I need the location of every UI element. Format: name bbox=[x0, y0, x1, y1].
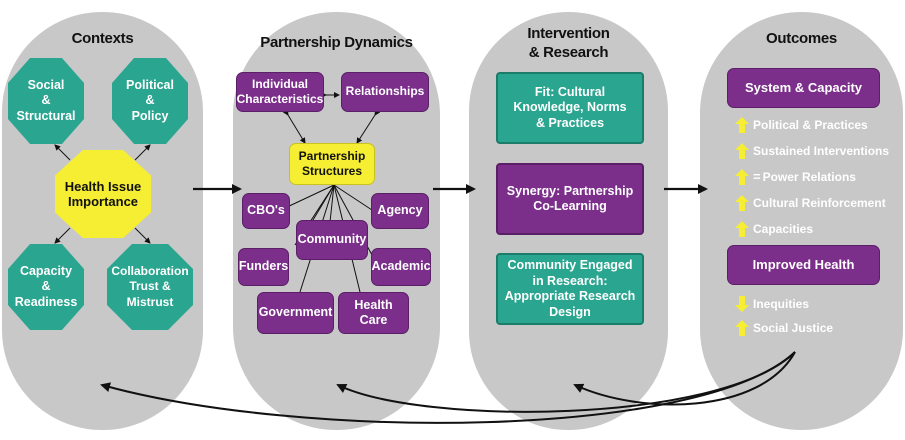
up-arrow-icon bbox=[735, 169, 749, 185]
up-arrow-icon bbox=[735, 320, 749, 336]
community-box: Community bbox=[296, 220, 368, 260]
outcome-item-label: Cultural Reinforcement bbox=[753, 196, 886, 210]
up-arrow-icon bbox=[735, 143, 749, 159]
individual-characteristics-box: Individual Characteristics bbox=[236, 72, 324, 112]
capacity-readiness-octagon: Capacity & Readiness bbox=[8, 244, 84, 330]
health-issue-importance-octagon: Health Issue Importance bbox=[55, 150, 151, 238]
feedback-arrow-to-intervention bbox=[573, 351, 796, 406]
feedback-arrow-to-contexts bbox=[100, 351, 796, 424]
community-engaged-box: Community Engaged in Research: Appropria… bbox=[496, 253, 644, 325]
system-capacity-box: System & Capacity bbox=[727, 68, 880, 108]
intervention-research-title: Intervention & Research bbox=[527, 25, 610, 61]
outcome-item-label: Inequities bbox=[753, 297, 810, 311]
fit-cultural-box: Fit: Cultural Knowledge, Norms & Practic… bbox=[496, 72, 644, 144]
academic-box: Academic bbox=[371, 248, 431, 286]
outcome-item: Cultural Reinforcement bbox=[735, 195, 886, 211]
outcome-item: Inequities bbox=[735, 296, 809, 312]
contexts-title: Contexts bbox=[71, 30, 134, 47]
outcome-item-label: Social Justice bbox=[753, 321, 834, 335]
social-structural-octagon: Social & Structural bbox=[8, 58, 84, 144]
outcome-item: Social Justice bbox=[735, 320, 833, 336]
up-arrow-icon bbox=[735, 221, 749, 237]
outcome-item: Capacities bbox=[735, 221, 813, 237]
cbos-box: CBO's bbox=[242, 193, 290, 229]
funders-box: Funders bbox=[238, 248, 289, 286]
partnership-dynamics-title: Partnership Dynamics bbox=[260, 34, 413, 51]
outcome-item: =Power Relations bbox=[735, 169, 856, 185]
feedback-arrow-to-partnership bbox=[336, 351, 796, 413]
down-arrow-icon bbox=[735, 296, 749, 312]
outcome-item-label: Sustained Interventions bbox=[753, 144, 890, 158]
up-arrow-icon bbox=[735, 195, 749, 211]
outcomes-title: Outcomes bbox=[766, 30, 837, 47]
outcome-item: Sustained Interventions bbox=[735, 143, 889, 159]
agency-box: Agency bbox=[371, 193, 429, 229]
synergy-box: Synergy: Partnership Co-Learning bbox=[496, 163, 644, 235]
outcome-item-label: Political & Practices bbox=[753, 118, 868, 132]
outcome-item: Political & Practices bbox=[735, 117, 868, 133]
partnership-structures-box: Partnership Structures bbox=[289, 143, 375, 185]
relationships-box: Relationships bbox=[341, 72, 429, 112]
government-box: Government bbox=[257, 292, 334, 334]
arrow-relationships-structures bbox=[356, 109, 381, 144]
up-arrow-icon bbox=[735, 117, 749, 133]
context-arrow-collaboration bbox=[134, 227, 151, 244]
outcome-item-label: Power Relations bbox=[762, 170, 856, 184]
arrow-individual-structures bbox=[282, 109, 306, 144]
context-arrow-social bbox=[54, 144, 71, 161]
equal-sign: = bbox=[753, 169, 761, 184]
outcome-item-label: Capacities bbox=[753, 222, 814, 236]
political-policy-octagon: Political & Policy bbox=[112, 58, 188, 144]
improved-health-box: Improved Health bbox=[727, 245, 880, 285]
health-care-box: Health Care bbox=[338, 292, 409, 334]
context-arrow-political bbox=[134, 144, 151, 161]
collaboration-trust-octagon: Collaboration Trust & Mistrust bbox=[107, 244, 193, 330]
context-arrow-capacity bbox=[54, 227, 71, 244]
